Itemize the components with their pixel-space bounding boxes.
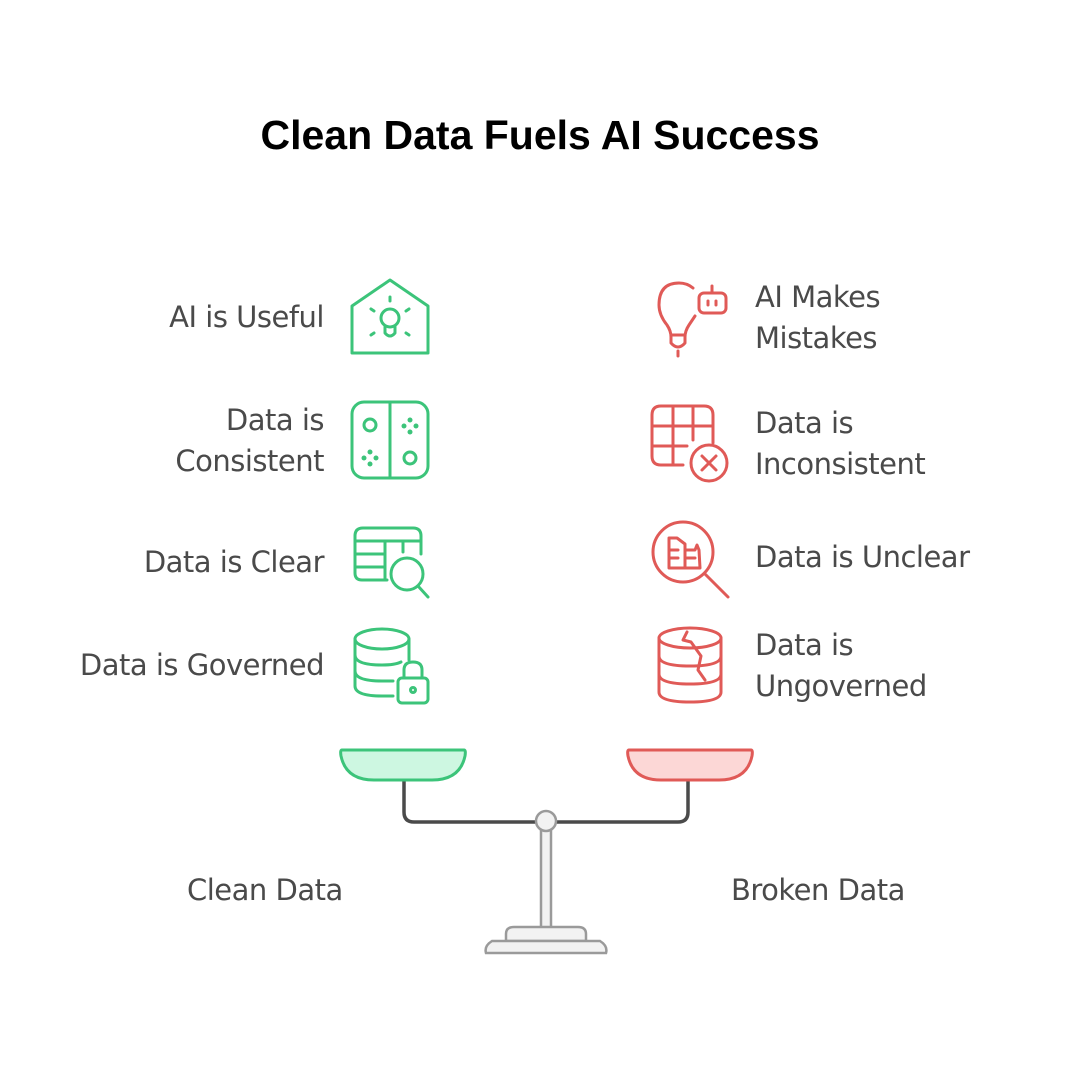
magnifier-building-icon: [643, 512, 733, 602]
label-line: Mistakes: [755, 321, 878, 355]
label-line: Inconsistent: [755, 447, 926, 481]
label-line: Ungoverned: [755, 669, 927, 703]
label-line: AI Makes: [755, 280, 881, 314]
broken-data-label: Broken Data: [731, 873, 905, 907]
database-lock-icon: [345, 620, 435, 710]
right-item-unclear-label: Data is Unclear: [755, 537, 970, 578]
table-error-icon: [643, 397, 733, 487]
scale-base: [484, 939, 608, 955]
house-lightbulb-icon: [345, 273, 435, 363]
scale-base-top: [504, 925, 588, 943]
broken-data-pan: [626, 748, 754, 782]
scale-pivot: [534, 809, 558, 833]
label-line: Data is: [755, 628, 854, 662]
label-line: Consistent: [175, 444, 324, 478]
scale-pole: [539, 823, 553, 931]
label-line: Data is: [225, 403, 325, 437]
right-item-inconsistent-label: Data is Inconsistent: [755, 403, 926, 485]
diagram-title: Clean Data Fuels AI Success: [260, 112, 820, 158]
game-controller-icon: [345, 395, 435, 485]
label-line: Data is: [755, 406, 854, 440]
lightbulb-robot-icon: [643, 273, 733, 363]
label-line: Data is Unclear: [755, 540, 970, 574]
left-item-consistent-label: Data is Consistent: [175, 400, 324, 482]
clean-data-label: Clean Data: [187, 873, 343, 907]
label-line: Data is Governed: [79, 648, 325, 682]
clean-data-pan: [339, 748, 467, 782]
left-item-ai-useful-label: AI is Useful: [169, 297, 324, 338]
table-search-icon: [345, 518, 435, 608]
label-line: AI is Useful: [169, 300, 324, 334]
label-line: Data is Clear: [143, 545, 325, 579]
left-item-clear-label: Data is Clear: [143, 542, 325, 583]
left-item-governed-label: Data is Governed: [79, 645, 325, 686]
right-item-mistakes-label: AI Makes Mistakes: [755, 277, 881, 359]
right-item-ungoverned-label: Data is Ungoverned: [755, 625, 927, 707]
cracked-database-icon: [643, 620, 733, 710]
